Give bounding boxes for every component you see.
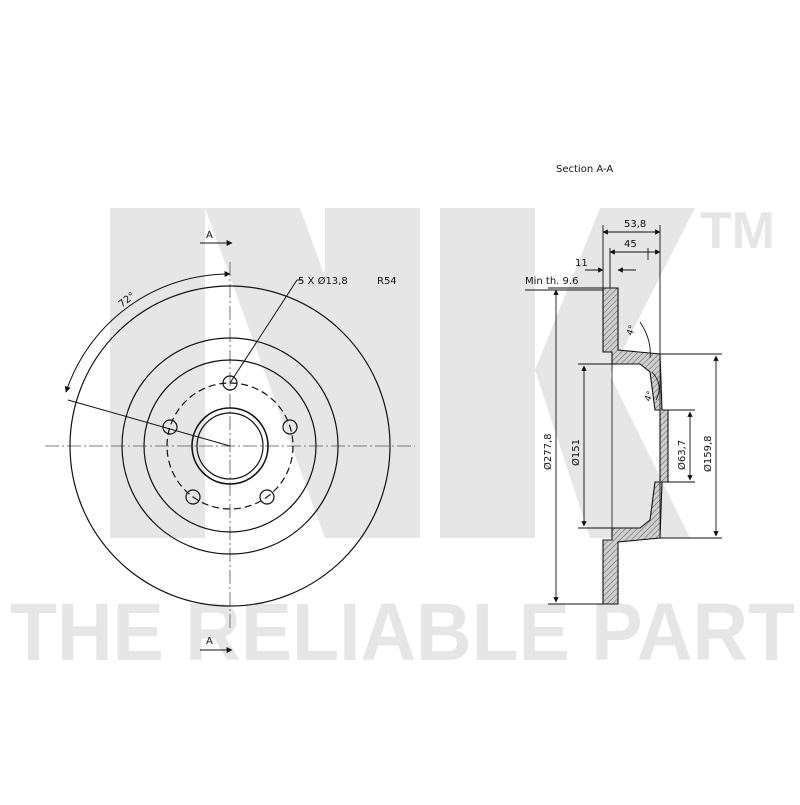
dim-offset: 45 (624, 239, 637, 250)
bolt-pattern-label: 5 X Ø13,8 (298, 275, 348, 287)
section-view: Section A-A (525, 164, 722, 605)
dia-outer-label: Ø277,8 (542, 434, 554, 471)
angle-arc (64, 270, 231, 393)
trademark-mark: TM (700, 202, 775, 260)
nk-logo (110, 208, 695, 538)
bolt-hole (282, 419, 298, 435)
dimension-lines (525, 225, 722, 605)
dim-flange: 11 (575, 258, 588, 269)
section-dimension-labels: 53,8 45 11 Min th. 9.6 Ø277,8 Ø151 Ø63,7… (525, 219, 714, 472)
min-thickness-label: Min th. 9.6 (525, 276, 578, 287)
bolt-radius-label: R54 (377, 276, 397, 287)
slogan-text: THE RELIABLE PART (10, 587, 795, 678)
center-bore-inner (196, 412, 264, 480)
dia-hub-label: Ø159,8 (702, 436, 714, 473)
section-title: Section A-A (556, 164, 613, 175)
section-marker-top: A (206, 230, 213, 241)
section-marker-bottom: A (206, 636, 213, 647)
disc-profile (602, 287, 669, 605)
angle-top-label: 4° (625, 324, 638, 337)
dia-hat-label: Ø151 (570, 439, 582, 466)
inner-lines (611, 354, 661, 538)
front-view (45, 240, 415, 653)
center-bore-outer (191, 407, 269, 485)
angle-reference-line (67, 399, 231, 447)
angle-bottom-label: 4° (643, 390, 656, 403)
dim-overall-height: 53,8 (624, 219, 646, 230)
bolt-leader-line (229, 279, 298, 384)
bolt-hole (185, 489, 201, 505)
dia-center-bore-label: Ø63,7 (676, 440, 688, 470)
disc-profile-shape (602, 287, 669, 605)
bolt-hole (259, 489, 275, 505)
bolt-circle (166, 382, 294, 510)
